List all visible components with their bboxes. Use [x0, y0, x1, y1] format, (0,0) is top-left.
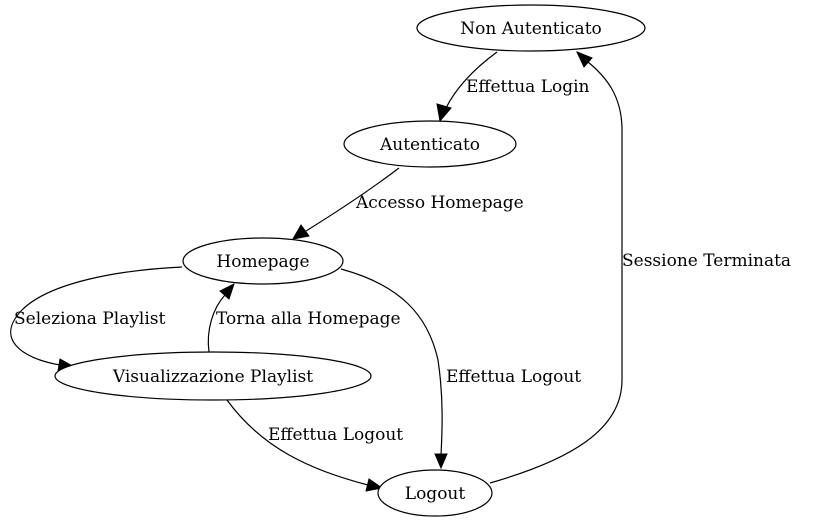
arrowhead-effettua-logout-homepage — [434, 453, 448, 470]
node-label-homepage: Homepage — [216, 252, 309, 272]
node-logout: Logout — [377, 469, 493, 517]
arrowhead-torna-alla-homepage — [219, 283, 235, 300]
edge-label-sessione-terminata: Sessione Terminata — [622, 251, 791, 271]
edge-label-accesso-homepage: Accesso Homepage — [355, 193, 524, 213]
edge-line-effettua-logout-homepage — [340, 268, 443, 456]
edge-line-effettua-logout-playlist — [226, 399, 369, 486]
edge-seleziona-playlist: Seleziona Playlist — [10, 266, 183, 372]
node-label-non-autenticato: Non Autenticato — [460, 19, 602, 39]
node-label-autenticato: Autenticato — [379, 135, 480, 155]
edge-label-effettua-login: Effettua Login — [466, 77, 590, 97]
arrowhead-effettua-logout-playlist — [365, 478, 384, 492]
edge-label-seleziona-playlist: Seleziona Playlist — [14, 309, 166, 329]
edge-line-effettua-login — [445, 51, 498, 109]
edge-accesso-homepage: Accesso Homepage — [292, 167, 524, 240]
node-homepage: Homepage — [182, 237, 344, 285]
arrowhead-effettua-login — [436, 103, 452, 123]
node-autenticato: Autenticato — [343, 120, 517, 168]
edge-effettua-login: Effettua Login — [436, 51, 590, 123]
arrowhead-sessione-terminata — [576, 51, 593, 68]
edge-sessione-terminata: Sessione Terminata — [489, 51, 791, 484]
edge-label-torna-alla-homepage: Torna alla Homepage — [216, 309, 401, 329]
node-non-autenticato: Non Autenticato — [416, 4, 646, 52]
edge-torna-alla-homepage: Torna alla Homepage — [207, 283, 401, 353]
edge-effettua-logout-playlist: Effettua Logout — [226, 399, 403, 492]
edge-line-torna-alla-homepage — [207, 294, 226, 353]
edge-label-effettua-logout-homepage: Effettua Logout — [446, 367, 581, 387]
arrowhead-accesso-homepage — [292, 224, 310, 240]
edge-line-seleziona-playlist — [10, 266, 183, 366]
node-label-logout: Logout — [405, 484, 466, 504]
node-label-visualizzazione-playlist: Visualizzazione Playlist — [112, 367, 313, 387]
edge-label-effettua-logout-playlist: Effettua Logout — [268, 425, 403, 445]
node-visualizzazione-playlist: Visualizzazione Playlist — [54, 351, 372, 401]
edge-line-sessione-terminata — [489, 61, 623, 484]
edge-line-accesso-homepage — [305, 167, 400, 232]
edge-effettua-logout-homepage: Effettua Logout — [340, 268, 581, 470]
